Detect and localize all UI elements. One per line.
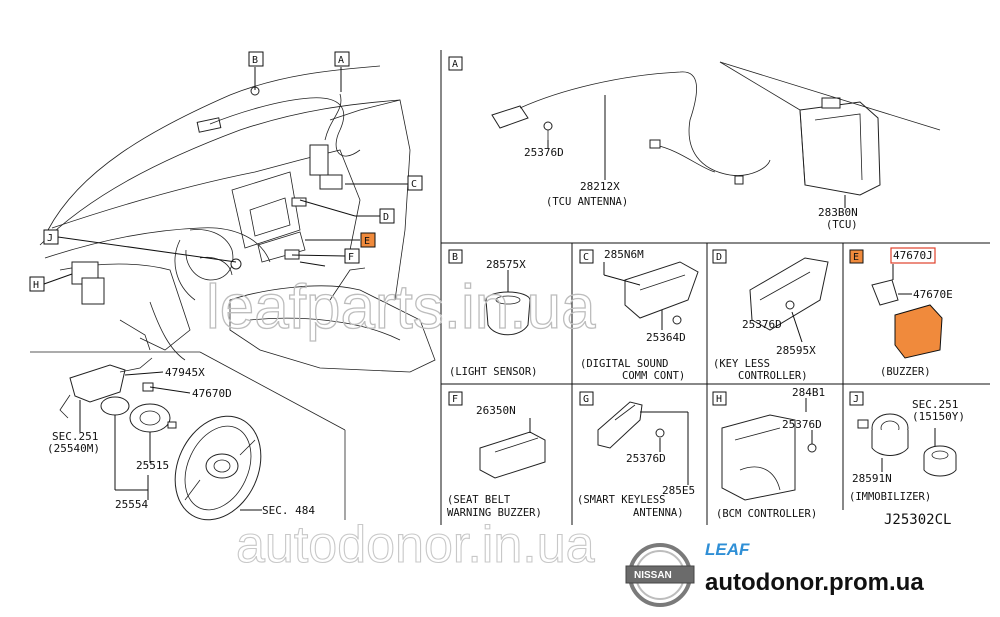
caption-immobilizer: (IMMOBILIZER) xyxy=(849,491,931,503)
part-283b0n-name: (TCU) xyxy=(826,219,858,231)
caption-digital-sound-1: (DIGITAL SOUND xyxy=(580,358,669,370)
panel-a-letter: A xyxy=(452,59,458,70)
part-28591n: 28591N xyxy=(852,472,892,485)
panel-j-letter: J xyxy=(853,394,859,405)
caption-keyless-2: CONTROLLER) xyxy=(738,370,808,382)
part-sec251: SEC.251 xyxy=(52,430,98,443)
callout-d-label: D xyxy=(383,212,389,223)
part-28212x-name: (TCU ANTENNA) xyxy=(546,196,628,208)
caption-keyless-1: (KEY LESS xyxy=(713,358,770,370)
watermark-autodonor: autodonor.in.ua xyxy=(236,516,595,574)
caption-smart-keyless-2: ANTENNA) xyxy=(633,507,684,519)
callout-h: H xyxy=(29,276,45,292)
callout-a: A xyxy=(334,51,350,67)
panel-c-letter: C xyxy=(583,252,589,263)
part-28575x: 28575X xyxy=(486,258,526,271)
part-284b1: 284B1 xyxy=(792,386,825,399)
watermark-leafparts: leafparts.in.ua xyxy=(206,273,596,342)
part-25364d: 25364D xyxy=(646,331,686,344)
part-15150y: (15150Y) xyxy=(912,410,965,423)
caption-seatbelt-1: (SEAT BELT xyxy=(447,494,511,506)
part-25554: 25554 xyxy=(115,498,148,511)
panel-h: H xyxy=(712,391,817,501)
panel-g-letter: G xyxy=(583,394,589,405)
part-285n6m: 285N6M xyxy=(604,248,644,261)
dashboard-illustration xyxy=(39,65,436,373)
callout-a-label: A xyxy=(338,55,344,66)
callout-j: J xyxy=(43,229,59,245)
part-sec251-j: SEC.251 xyxy=(912,398,958,411)
part-47945x: 47945X xyxy=(165,366,205,379)
panel-e-letter: E xyxy=(853,252,859,263)
callout-b-label: B xyxy=(252,55,258,66)
part-47670d: 47670D xyxy=(192,387,232,400)
callout-j-label: J xyxy=(47,233,53,244)
part-28595x: 28595X xyxy=(776,344,816,357)
caption-seatbelt-2: WARNING BUZZER) xyxy=(447,507,542,519)
panel-c: C xyxy=(579,249,699,330)
panel-b: B xyxy=(448,249,531,336)
callout-f-label: F xyxy=(348,252,354,263)
callout-h-label: H xyxy=(33,280,39,291)
steering-column-illustration xyxy=(30,351,346,521)
caption-digital-sound-2: COMM CONT) xyxy=(622,370,685,382)
diagram-code: J25302CL xyxy=(884,512,951,528)
part-25540m: (25540M) xyxy=(47,442,100,455)
panel-f-letter: F xyxy=(452,394,458,405)
part-25376d-g: 25376D xyxy=(626,452,666,465)
callout-f: F xyxy=(344,248,360,264)
part-25376d-h: 25376D xyxy=(782,418,822,431)
nissan-logo-text: NISSAN xyxy=(634,570,672,581)
part-25376d-d: 25376D xyxy=(742,318,782,331)
part-26350n: 26350N xyxy=(476,404,516,417)
callout-c-label: C xyxy=(411,179,417,190)
nissan-logo: NISSAN xyxy=(625,543,695,607)
caption-bcm-controller: (BCM CONTROLLER) xyxy=(716,508,817,520)
leaf-logo: LEAF xyxy=(705,540,750,559)
panel-h-letter: H xyxy=(716,394,722,405)
caption-light-sensor: (LIGHT SENSOR) xyxy=(449,366,538,378)
part-283b0n: 283B0N xyxy=(818,206,858,219)
part-25376d-a: 25376D xyxy=(524,146,564,159)
callout-d: D xyxy=(379,208,395,224)
part-25515: 25515 xyxy=(136,459,169,472)
panel-j: J xyxy=(849,391,957,477)
panel-e: E xyxy=(849,247,943,359)
panel-b-letter: B xyxy=(452,252,458,263)
site-url: autodonor.prom.ua xyxy=(705,569,924,596)
part-28212x: 28212X xyxy=(580,180,620,193)
panel-g: G xyxy=(579,391,689,485)
panel-grid xyxy=(440,50,990,525)
panel-d: D xyxy=(712,249,829,343)
part-47670e: 47670E xyxy=(913,288,953,301)
panel-f: F xyxy=(448,391,546,479)
caption-buzzer: (BUZZER) xyxy=(880,366,931,378)
panel-a: A xyxy=(448,56,941,208)
panel-d-letter: D xyxy=(716,252,722,263)
callout-e: E xyxy=(360,232,376,248)
part-sec484: SEC. 484 xyxy=(262,504,315,517)
callout-b: B xyxy=(248,51,264,67)
part-285e5: 285E5 xyxy=(662,484,695,497)
part-47670j: 47670J xyxy=(893,249,933,262)
callout-e-label: E xyxy=(364,236,370,247)
caption-smart-keyless-1: (SMART KEYLESS xyxy=(577,494,666,506)
callout-c: C xyxy=(407,175,423,191)
